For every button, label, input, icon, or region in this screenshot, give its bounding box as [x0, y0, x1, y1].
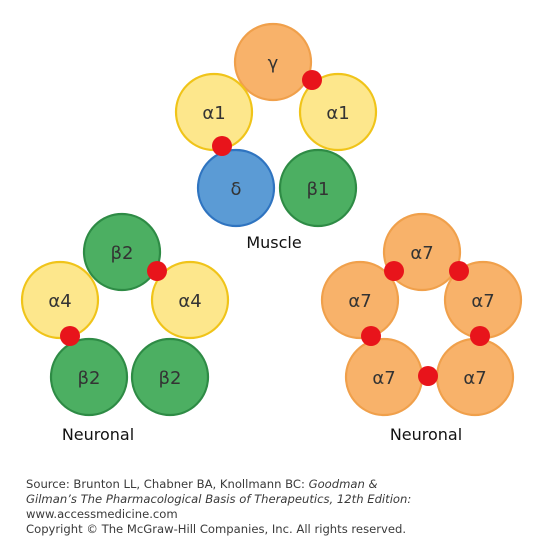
subunit-circle — [150, 260, 230, 340]
subunit-label: α1 — [202, 103, 225, 124]
binding-site-dot — [361, 326, 381, 346]
binding-site-dot — [147, 261, 167, 281]
subunit-label: α7 — [471, 291, 494, 312]
subunit-circle — [82, 212, 162, 292]
figure-footer: Source: Brunton LL, Chabner BA, Knollman… — [26, 477, 531, 537]
copyright-notice: Copyright © The McGraw-Hill Companies, I… — [26, 522, 407, 536]
source-url: www.accessmedicine.com — [26, 507, 178, 521]
subunit-label: β2 — [159, 368, 182, 389]
binding-site-dot — [418, 366, 438, 386]
binding-site-dot — [470, 326, 490, 346]
subunit-label: α7 — [372, 368, 395, 389]
binding-site-dot — [212, 136, 232, 156]
subunit-label: α7 — [410, 243, 433, 264]
subunit-label: α7 — [348, 291, 371, 312]
subunit-label: α7 — [463, 368, 486, 389]
subunit-circle — [320, 260, 400, 340]
subunit-circle — [49, 337, 129, 417]
subunit-label: α1 — [326, 103, 349, 124]
binding-site-dot — [384, 261, 404, 281]
source-prefix: Source: Brunton LL, Chabner BA, Knollman… — [26, 477, 309, 491]
book-title-part-2: Gilman’s The Pharmacological Basis of Th… — [26, 492, 412, 506]
subunit-label: δ — [230, 179, 241, 200]
subunit-label: β2 — [111, 243, 134, 264]
subunit-label: β2 — [78, 368, 101, 389]
subunit-label: α4 — [48, 291, 71, 312]
book-title-part-1: Goodman & — [308, 477, 378, 491]
subunit-circle — [196, 148, 276, 228]
source-line: Source: Brunton LL, Chabner BA, Knollman… — [26, 477, 531, 492]
receptor-diagram: γα1β1δα1Muscleβ2α4β2β2α4Neuronalα7α7α7α7… — [20, 22, 523, 444]
receptor-label: Neuronal — [390, 425, 462, 444]
receptor-label: Neuronal — [62, 425, 134, 444]
subunit-circle — [278, 148, 358, 228]
binding-site-dot — [449, 261, 469, 281]
subunit-circle — [233, 22, 313, 102]
binding-site-dot — [302, 70, 322, 90]
subunit-circle — [130, 337, 210, 417]
subunit-circle — [20, 260, 100, 340]
binding-site-dot — [60, 326, 80, 346]
subunit-label: α4 — [178, 291, 201, 312]
subunit-label: β1 — [307, 179, 330, 200]
receptor-label: Muscle — [246, 233, 301, 252]
subunit-circle — [298, 72, 378, 152]
subunit-label: γ — [268, 53, 279, 74]
